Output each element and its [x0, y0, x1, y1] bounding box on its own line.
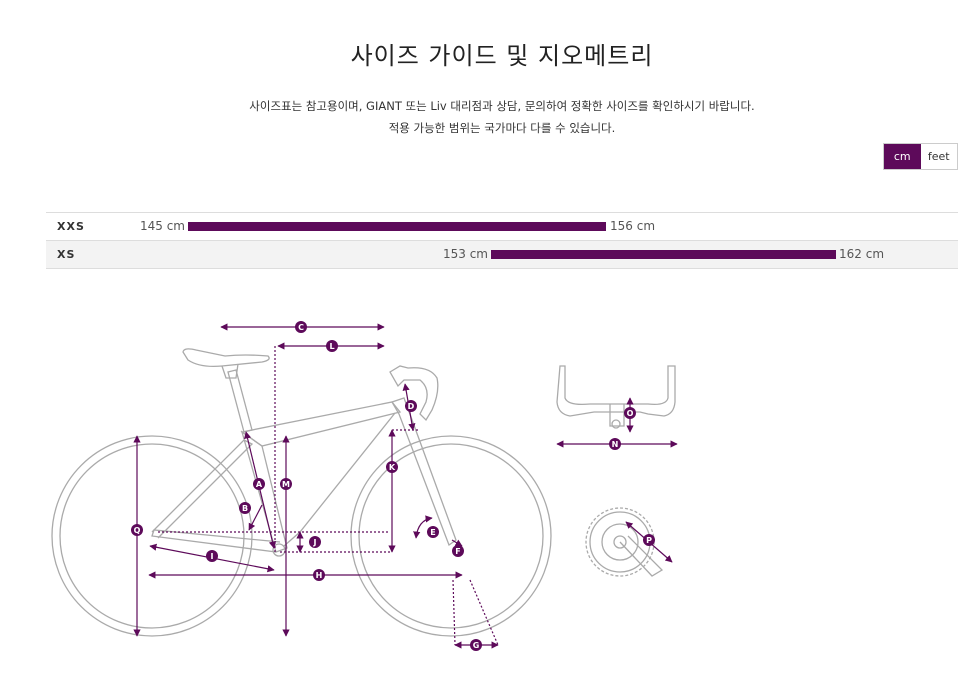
unit-toggle: cm feet [883, 143, 958, 170]
geometry-diagram: A B C D E F G H I J K L M N O P Q [51, 321, 678, 651]
marker-m: M [280, 478, 292, 490]
svg-text:A: A [256, 480, 263, 489]
size-row-xxs: XXS 145 cm 156 cm [46, 213, 958, 241]
marker-q: Q [131, 524, 143, 536]
front-wheel [350, 435, 552, 637]
marker-a: A [253, 478, 265, 490]
marker-d: D [405, 400, 417, 412]
size-guide-description: 사이즈표는 참고용이며, GIANT 또는 Liv 대리점과 상담, 문의하여 … [0, 95, 979, 139]
marker-g: G [470, 639, 482, 651]
marker-i: I [206, 550, 218, 562]
size-row-xs: XS 153 cm 162 cm [46, 241, 958, 269]
svg-text:L: L [329, 342, 334, 351]
page-title: 사이즈 가이드 및 지오메트리 [350, 42, 654, 70]
svg-text:P: P [646, 536, 652, 545]
size-label: XXS [57, 220, 85, 233]
dimension-lines [133, 323, 678, 649]
marker-o: O [624, 407, 636, 419]
svg-text:B: B [242, 504, 248, 513]
svg-text:Q: Q [134, 526, 141, 535]
svg-text:N: N [612, 440, 619, 449]
svg-text:H: H [316, 571, 323, 580]
bicycle-outline [51, 348, 552, 637]
dimension-markers: A B C D E F G H I J K L M N O P Q [131, 321, 655, 651]
svg-text:G: G [473, 641, 480, 650]
description-line-1: 사이즈표는 참고용이며, GIANT 또는 Liv 대리점과 상담, 문의하여 … [249, 99, 755, 113]
marker-p: P [643, 534, 655, 546]
svg-text:O: O [627, 409, 634, 418]
size-label: XS [57, 248, 76, 261]
svg-text:E: E [430, 528, 435, 537]
svg-text:F: F [455, 547, 460, 556]
marker-f: F [452, 545, 464, 557]
unit-feet-button[interactable]: feet [920, 144, 957, 169]
marker-c: C [295, 321, 307, 333]
marker-k: K [386, 461, 398, 473]
height-max-label: 156 cm [610, 219, 656, 233]
svg-text:K: K [389, 463, 396, 472]
height-min-label: 153 cm [442, 247, 488, 261]
marker-l: L [326, 340, 338, 352]
height-min-label: 145 cm [139, 219, 185, 233]
svg-text:I: I [211, 552, 214, 561]
handlebar-diagram [556, 365, 676, 429]
svg-text:M: M [282, 480, 290, 489]
unit-cm-button[interactable]: cm [884, 144, 921, 169]
bike-frame [151, 348, 457, 557]
svg-text:J: J [313, 538, 317, 547]
svg-text:C: C [298, 323, 304, 332]
height-max-label: 162 cm [839, 247, 885, 261]
marker-n: N [609, 438, 621, 450]
height-range-bar [188, 222, 606, 231]
marker-b: B [239, 502, 251, 514]
marker-j: J [309, 536, 321, 548]
marker-h: H [313, 569, 325, 581]
description-line-2: 적용 가능한 범위는 국가마다 다를 수 있습니다. [388, 121, 616, 135]
size-chart: XXS 145 cm 156 cm XS 153 cm 162 cm [46, 212, 958, 269]
svg-text:D: D [408, 402, 415, 411]
height-range-bar [491, 250, 836, 259]
marker-e: E [427, 526, 439, 538]
